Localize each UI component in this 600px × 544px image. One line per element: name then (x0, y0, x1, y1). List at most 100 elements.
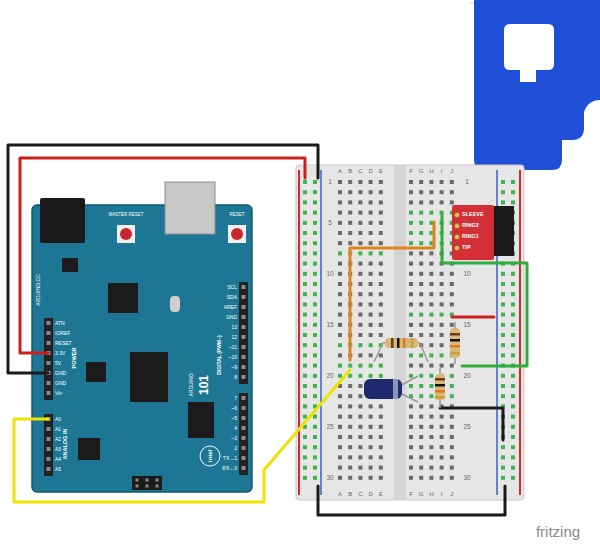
breadboard-hole (429, 251, 433, 255)
header-pin (242, 325, 246, 329)
breadboard-hole (419, 262, 423, 266)
header-pin (242, 285, 246, 289)
row-number: 15 (326, 322, 333, 329)
breadboard-hole (338, 302, 342, 306)
column-letter: C (358, 168, 362, 174)
breadboard-hole (303, 343, 307, 347)
header-pin (242, 365, 246, 369)
breadboard-hole (379, 466, 383, 470)
board-label: ANALOG IN (63, 429, 69, 460)
breadboard-hole (440, 272, 444, 276)
column-letter: F (409, 168, 413, 174)
header-pin (146, 485, 149, 488)
breadboard-hole (369, 241, 373, 245)
breadboard-hole (379, 251, 383, 255)
breadboard-hole (358, 190, 362, 194)
breadboard-hole (338, 394, 342, 398)
breadboard-hole (409, 292, 413, 296)
breadboard-hole (409, 251, 413, 255)
breadboard-hole (450, 445, 454, 449)
breadboard-hole (501, 313, 505, 317)
breadboard-hole (303, 394, 307, 398)
pin-label: RING1 (462, 234, 479, 240)
breadboard-hole (450, 425, 454, 429)
breadboard-hole (303, 200, 307, 204)
breadboard-hole (338, 466, 342, 470)
header-pin (47, 457, 51, 461)
breadboard-hole (369, 455, 373, 459)
breadboard-hole (338, 364, 342, 368)
breadboard-hole (419, 292, 423, 296)
header-pin (47, 427, 51, 431)
breadboard-hole (429, 180, 433, 184)
breadboard-hole (303, 211, 307, 215)
header-pin (242, 436, 246, 440)
breadboard-hole (313, 241, 317, 245)
pin-label: 8 (234, 375, 237, 380)
breadboard-hole (429, 415, 433, 419)
rail-line (320, 170, 322, 495)
reset-button (117, 225, 135, 243)
breadboard-hole (429, 364, 433, 368)
pin-header (239, 393, 248, 475)
breakout-pin (455, 246, 460, 251)
breadboard-hole (313, 211, 317, 215)
breadboard-hole (358, 241, 362, 245)
breadboard-hole (338, 455, 342, 459)
breadboard-hole (358, 221, 362, 225)
breadboard-hole (348, 384, 352, 388)
pin-label: IOREF (55, 331, 70, 336)
breadboard-hole (409, 272, 413, 276)
breadboard-hole (379, 313, 383, 317)
breadboard-hole (429, 272, 433, 276)
breadboard-hole (379, 353, 383, 357)
column-letter: H (429, 168, 433, 174)
breadboard-hole (338, 200, 342, 204)
breadboard-hole (313, 190, 317, 194)
breadboard-hole (313, 323, 317, 327)
breadboard-hole (313, 221, 317, 225)
breadboard-hole (419, 476, 423, 480)
breadboard-hole (419, 333, 423, 337)
breadboard-hole (313, 302, 317, 306)
resistor-symbol (385, 338, 418, 348)
breadboard-hole (338, 404, 342, 408)
usb-connector (165, 182, 215, 234)
breadboard-hole (369, 404, 373, 408)
header-pin (242, 426, 246, 430)
breadboard-hole (303, 190, 307, 194)
breadboard-hole (338, 211, 342, 215)
board-label: ARDUINO (189, 373, 194, 396)
breadboard-hole (419, 435, 423, 439)
breadboard-hole (429, 211, 433, 215)
breadboard-hole (369, 435, 373, 439)
pin-label: A1 (55, 427, 61, 432)
breadboard-hole (358, 445, 362, 449)
breadboard-hole (409, 384, 413, 388)
breadboard-hole (303, 302, 307, 306)
header-pin (47, 321, 51, 325)
breadboard-hole (348, 445, 352, 449)
breadboard-hole (348, 211, 352, 215)
pin-label: ~3 (231, 436, 237, 441)
breadboard-hole (511, 323, 515, 327)
breadboard-hole (379, 425, 383, 429)
pin-label: A2 (55, 437, 61, 442)
breadboard-hole (338, 221, 342, 225)
capacitor-lead (400, 376, 418, 402)
header-pin (156, 479, 159, 482)
breadboard-hole (369, 272, 373, 276)
breadboard-hole (369, 445, 373, 449)
breadboard-hole (358, 415, 362, 419)
breadboard-hole (379, 435, 383, 439)
breadboard-hole (419, 231, 423, 235)
breadboard-hole (358, 231, 362, 235)
breadboard-hole (450, 190, 454, 194)
breadboard-hole (348, 190, 352, 194)
breadboard-hole (313, 445, 317, 449)
breadboard-hole (303, 262, 307, 266)
breadboard-hole (419, 455, 423, 459)
breadboard-hole (440, 180, 444, 184)
row-number: 20 (463, 373, 470, 380)
row-number: 15 (463, 322, 470, 329)
